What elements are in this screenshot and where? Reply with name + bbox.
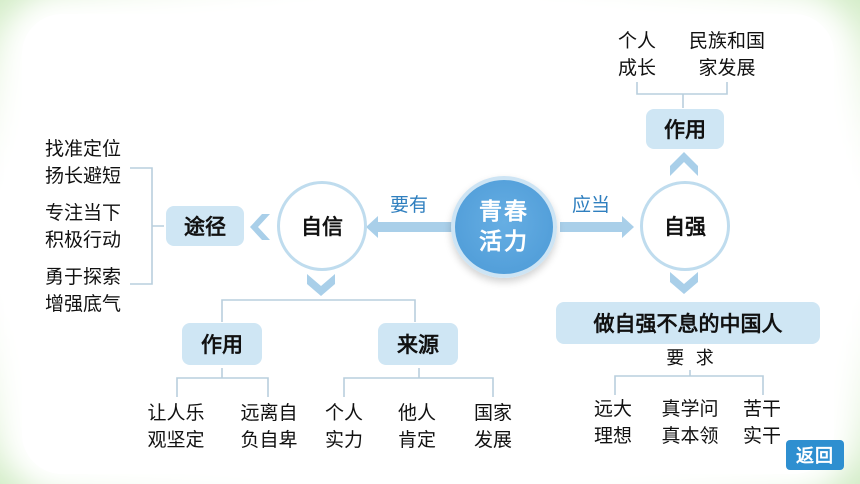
requirement-item: 远大 理想 <box>593 398 632 447</box>
strength-role-bracket <box>636 82 728 108</box>
path-bracket <box>130 167 164 285</box>
source-box: 来源 <box>378 323 458 365</box>
confidence-role-item: 让人乐 观坚定 <box>147 402 205 451</box>
strength-role-item: 民族和国 家发展 <box>688 30 765 79</box>
chevron-down-shape-right <box>670 272 698 294</box>
path-item: 专注当下 积极行动 <box>44 202 121 251</box>
chevron-left-shape <box>250 214 270 240</box>
back-button[interactable]: 返回 <box>786 440 844 470</box>
source-bracket <box>343 368 494 397</box>
strength-role-item: 个人 成长 <box>617 30 656 79</box>
requirements-label: 要 求 <box>666 348 714 369</box>
confidence-tree <box>221 299 416 322</box>
source-item: 他人 肯定 <box>397 402 436 451</box>
center-label: 青春 活力 <box>479 199 529 255</box>
requirements-bracket <box>614 370 764 395</box>
node-self-confidence: 自信 <box>277 181 367 271</box>
strength-role-box: 作用 <box>646 109 724 149</box>
path-item: 勇于探索 增强底气 <box>44 266 121 315</box>
confidence-role-box: 作用 <box>182 323 262 365</box>
path-item: 找准定位 扬长避短 <box>44 138 121 187</box>
source-item: 个人 实力 <box>324 402 363 451</box>
path-box: 途径 <box>166 206 244 246</box>
chevron-up-shape <box>670 152 698 176</box>
confidence-role-item: 远离自 负自卑 <box>240 402 298 451</box>
center-node: 青春 活力 <box>451 176 557 278</box>
source-item: 国家 发展 <box>473 402 512 451</box>
requirement-item: 苦干 实干 <box>742 398 781 447</box>
label-should-have: 要有 <box>390 194 429 216</box>
confidence-role-bracket <box>176 368 269 397</box>
requirement-item: 真学问 真本领 <box>661 398 719 447</box>
arrow-left-shape <box>366 216 453 238</box>
label-should: 应当 <box>572 194 611 216</box>
chinese-box: 做自强不息的中国人 <box>556 302 820 344</box>
node-self-confidence-label: 自信 <box>301 215 343 239</box>
chevron-down-shape-left <box>307 274 335 296</box>
arrow-right-shape <box>560 216 634 238</box>
node-self-strength: 自强 <box>640 181 730 271</box>
node-self-strength-label: 自强 <box>664 215 706 239</box>
